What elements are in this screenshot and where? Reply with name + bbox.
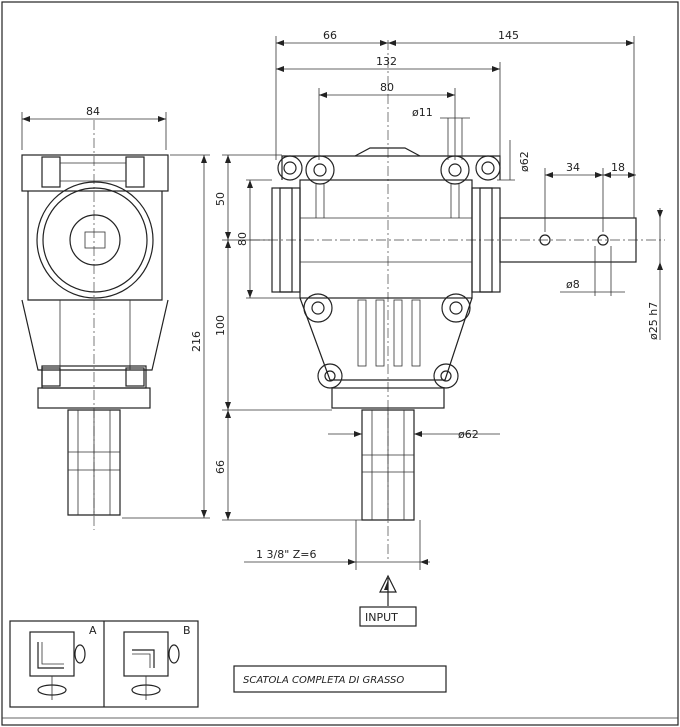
option-a-label: A: [89, 624, 97, 637]
input-label: INPUT: [365, 611, 398, 624]
grease-note: SCATOLA COMPLETA DI GRASSO: [243, 675, 404, 686]
dim-132: 132: [376, 55, 397, 68]
dim-80-top: 80: [380, 81, 394, 94]
dim-input-62: ø62: [458, 428, 479, 441]
dim-34: 34: [566, 161, 580, 174]
option-b-label: B: [183, 624, 191, 637]
dim-80-left: 80: [236, 232, 249, 246]
dim-shaft-25h7: ø25 h7: [647, 302, 660, 340]
dim-66-left: 66: [214, 460, 227, 474]
side-view: [21, 112, 210, 530]
dim-84: 84: [86, 105, 100, 118]
left-dimensions: [222, 154, 362, 521]
bottom-dimensions: [244, 431, 500, 570]
right-dimensions: [544, 168, 663, 340]
dim-hole-8: ø8: [566, 278, 580, 291]
dim-100: 100: [214, 315, 227, 336]
top-dimensions: [275, 36, 635, 218]
dim-50: 50: [214, 192, 227, 206]
dim-hole-11: ø11: [412, 106, 433, 119]
dim-spline: 1 3/8" Z=6: [256, 548, 317, 561]
rotation-options: [9, 620, 199, 708]
dim-145: 145: [498, 29, 519, 42]
dim-216: 216: [190, 331, 203, 352]
dim-66-top: 66: [323, 29, 337, 42]
dim-flange-62: ø62: [518, 151, 531, 172]
dim-18: 18: [611, 161, 625, 174]
input-indicator: [359, 574, 417, 627]
note-box: [233, 665, 447, 693]
